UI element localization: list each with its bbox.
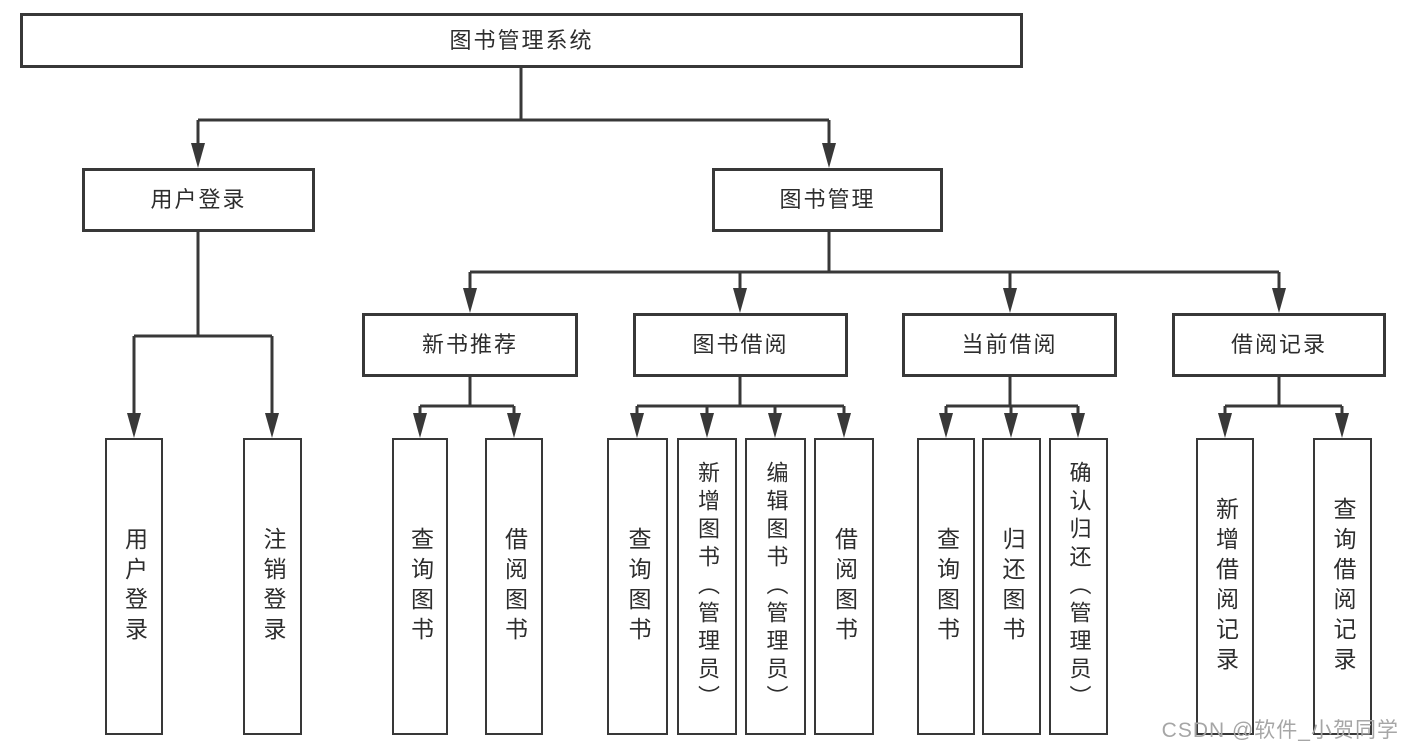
connector-book-mgmt-sections — [463, 232, 1286, 313]
leaf-query-book-current: 查询图书 — [917, 438, 975, 735]
leaf-add-borrow-record: 新增借阅记录 — [1196, 438, 1254, 735]
leaf-borrow-book-recommend: 借阅图书 — [485, 438, 543, 735]
connector-user-login-children — [127, 232, 279, 438]
csdn-watermark: CSDN @软件_小贺同学 — [1161, 719, 1399, 742]
node-book-management: 图书管理 — [712, 168, 943, 232]
leaf-add-book-admin: 新增图书（管理员） — [677, 438, 737, 735]
node-book-borrow: 图书借阅 — [633, 313, 848, 377]
node-root-system: 图书管理系统 — [20, 13, 1023, 68]
leaf-logout: 注销登录 — [243, 438, 302, 735]
node-borrow-records: 借阅记录 — [1172, 313, 1386, 377]
connector-root-to-level2 — [191, 68, 836, 168]
leaf-confirm-return-admin: 确认归还（管理员） — [1049, 438, 1108, 735]
connector-current-borrow-children — [939, 377, 1085, 438]
leaf-edit-book-admin: 编辑图书（管理员） — [745, 438, 806, 735]
connector-book-borrow-children — [630, 377, 851, 438]
leaf-query-book-borrow: 查询图书 — [607, 438, 668, 735]
connector-borrow-records-children — [1218, 377, 1349, 438]
leaf-borrow-book: 借阅图书 — [814, 438, 874, 735]
node-current-borrow: 当前借阅 — [902, 313, 1117, 377]
leaf-query-borrow-record: 查询借阅记录 — [1313, 438, 1372, 735]
leaf-return-book: 归还图书 — [982, 438, 1041, 735]
node-user-login: 用户登录 — [82, 168, 315, 232]
leaf-user-login: 用户登录 — [105, 438, 163, 735]
connector-new-book-children — [413, 377, 521, 438]
node-new-book-recommend: 新书推荐 — [362, 313, 578, 377]
leaf-query-book-recommend: 查询图书 — [392, 438, 448, 735]
